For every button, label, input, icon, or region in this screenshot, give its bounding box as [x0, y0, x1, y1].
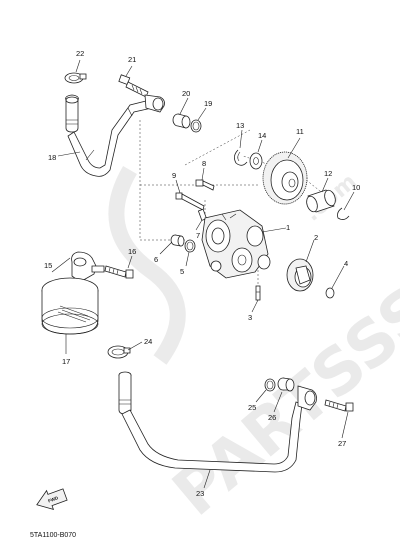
- bolt-8: [195, 179, 215, 191]
- callout-26: 26: [268, 413, 276, 422]
- callout-27: 27: [338, 439, 346, 448]
- circlip-13: [234, 149, 248, 166]
- callout-15: 15: [44, 261, 52, 270]
- pipe-23: [118, 371, 303, 473]
- union-bolt-21: [118, 74, 149, 98]
- pipe-18: [65, 94, 153, 177]
- watermark-swoosh: [108, 165, 186, 365]
- callout-7: 7: [196, 231, 200, 240]
- callout-16: 16: [128, 247, 136, 256]
- callout-23: 23: [196, 489, 204, 498]
- collar-20: [172, 113, 191, 129]
- callout-17: 17: [62, 357, 70, 366]
- callout-9: 9: [172, 171, 176, 180]
- callout-25: 25: [248, 403, 256, 412]
- callout-5: 5: [180, 267, 184, 276]
- collar-6: [170, 234, 185, 247]
- callout-1: 1: [286, 223, 290, 232]
- callout-20: 20: [182, 89, 190, 98]
- rotor-2: [286, 258, 314, 292]
- callout-18: 18: [48, 153, 56, 162]
- screw-9: [175, 192, 205, 211]
- banjo-fitting-lower: [297, 385, 317, 411]
- strainer-housing-15: [71, 251, 105, 283]
- callout-24: 24: [144, 337, 152, 346]
- washer-14: [249, 152, 263, 170]
- gear-11: [262, 151, 308, 205]
- callout-3: 3: [248, 313, 252, 322]
- callout-4: 4: [344, 259, 348, 268]
- shaft-12: [306, 189, 336, 213]
- callout-14: 14: [258, 131, 266, 140]
- strainer-17: [41, 277, 99, 335]
- leader-lines: [51, 59, 355, 489]
- callout-8: 8: [202, 159, 206, 168]
- pin-4: [325, 287, 335, 299]
- clamp-24: [107, 345, 131, 359]
- callout-labels: 1 2 3 4 5 6 7 8 9 10 11 12 13 14 15 16 1…: [44, 49, 360, 498]
- circlip-10: [337, 207, 350, 220]
- o-ring-25: [264, 378, 276, 392]
- fwd-label: FWD: [47, 495, 59, 503]
- callout-10: 10: [352, 183, 360, 192]
- pin-3: [255, 285, 261, 301]
- callout-12: 12: [324, 169, 332, 178]
- clamp-22: [64, 72, 87, 84]
- callout-2: 2: [314, 233, 318, 242]
- callout-6: 6: [154, 255, 158, 264]
- oil-pump-1: [201, 209, 271, 279]
- o-ring-5: [184, 239, 196, 253]
- callout-19: 19: [204, 99, 212, 108]
- diagram-code: 5TA1100-B070: [30, 532, 77, 539]
- dowel-7: [197, 208, 208, 221]
- o-ring-19: [190, 119, 202, 133]
- callout-13: 13: [236, 121, 244, 130]
- bolt-16: [104, 265, 134, 279]
- callout-22: 22: [76, 49, 84, 58]
- banjo-fitting: [144, 94, 165, 113]
- fwd-arrow-icon: FWD: [36, 488, 68, 510]
- collar-26: [277, 377, 295, 392]
- callout-21: 21: [128, 55, 136, 64]
- callout-11: 11: [296, 127, 304, 136]
- bolt-27: [324, 399, 354, 412]
